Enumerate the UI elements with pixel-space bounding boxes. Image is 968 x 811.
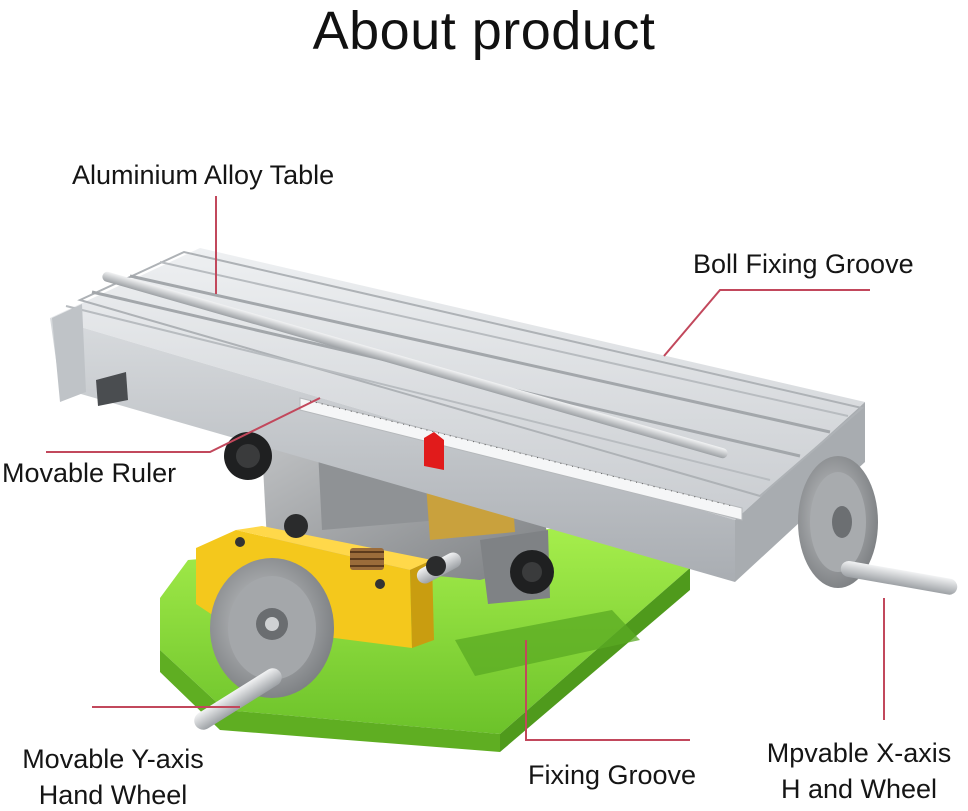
label-fixing-groove: Fixing Groove: [528, 760, 697, 790]
leader-lines: [46, 196, 885, 741]
leader-fixing-groove: [525, 640, 690, 741]
movable-ruler: [299, 397, 743, 521]
label-y-axis-wheel-line1: Movable Y-axis: [22, 744, 204, 774]
lock-knobs: [224, 432, 554, 594]
label-aluminium-alloy-table: Aluminium Alloy Table: [72, 160, 335, 190]
label-x-axis-wheel-line1: Mpvable X-axis: [766, 738, 952, 768]
leader-bolt-groove: [663, 289, 870, 357]
aluminium-table: [50, 248, 865, 582]
x-axis-hand-wheel: [798, 456, 958, 595]
label-y-axis-wheel-line2: Hand Wheel: [38, 780, 188, 810]
leader-movable-ruler: [46, 397, 321, 453]
label-movable-ruler: Movable Ruler: [2, 458, 177, 488]
page-title: About product: [312, 1, 656, 61]
label-x-axis-wheel-line2: H and Wheel: [780, 774, 938, 804]
label-bolt-fixing-groove: Boll Fixing Groove: [693, 249, 914, 279]
y-axis-hand-wheel: [194, 558, 334, 730]
